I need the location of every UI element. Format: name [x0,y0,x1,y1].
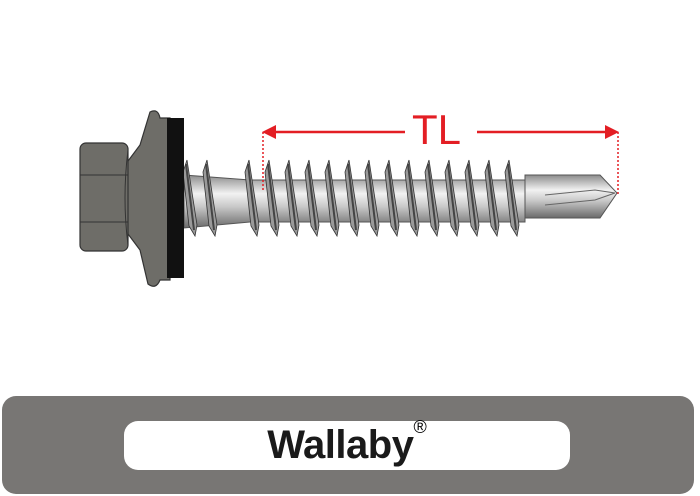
thread-shadow-0 [185,163,195,231]
thread-shadow-9 [387,163,397,231]
thread-shadow-3 [267,163,277,231]
thread-shadow-13 [467,163,477,231]
thread-shadow-5 [307,163,317,231]
product-name: Wallaby [267,423,414,467]
thread-shadow-4 [287,163,297,231]
thread-shadow-6 [327,163,337,231]
washer [167,118,184,278]
thread-shadow-1 [205,163,215,231]
thread-shadow-7 [347,163,357,231]
thread-shadow-15 [507,163,517,231]
flange [124,110,171,287]
thread-group [182,159,520,238]
tl-dimension [262,125,619,196]
thread-shadow-8 [367,163,377,231]
registered-mark: ® [413,417,427,437]
screw-illustration [79,110,619,287]
product-name-label: Wallaby® [124,417,570,470]
thread-shadow-12 [447,163,457,231]
thread-shadow-10 [407,163,417,231]
product-name-bar: Wallaby® [2,396,694,494]
tl-dimension-label: TL [412,106,462,153]
thread-shadow-2 [247,163,257,231]
thread-shadow-14 [487,163,497,231]
hex-head [79,110,184,287]
drill-tip [524,174,618,219]
screw-shank [182,159,618,238]
thread-shadow-11 [427,163,437,231]
